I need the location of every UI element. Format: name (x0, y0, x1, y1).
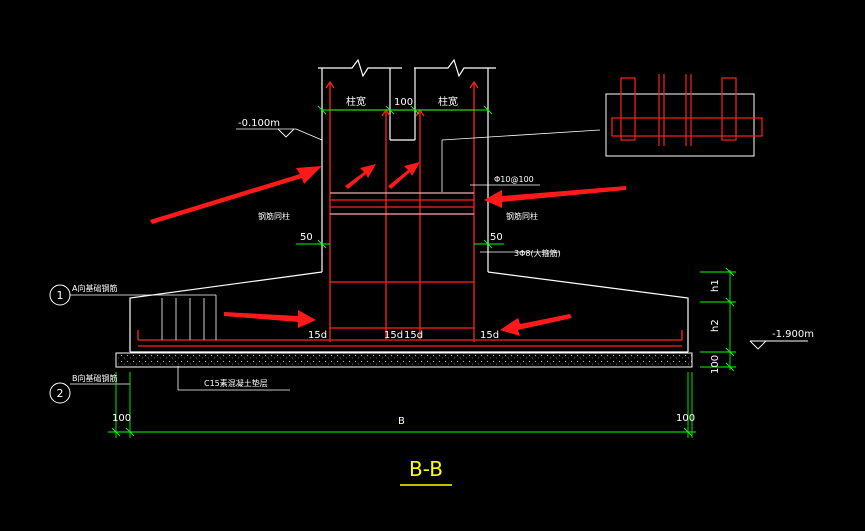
annotation-arrows (150, 162, 626, 336)
dim-left-edge: 100 (112, 413, 131, 424)
label-b: B向基础钢筋 (72, 373, 118, 383)
arrow-icon (345, 164, 376, 189)
dim-right-edge: 100 (676, 413, 695, 424)
anchor-label-2: 15d (384, 330, 403, 341)
column-gap-label: 100 (394, 97, 413, 108)
anchor-label-3: 15d (404, 330, 423, 341)
arrow-icon (388, 162, 420, 189)
section-title: B-B (409, 457, 443, 481)
stirrup-spec-label: Φ10@100 (494, 175, 534, 184)
leaders (70, 128, 601, 391)
arrow-icon (500, 314, 572, 336)
column-outline (129, 58, 689, 353)
elevation-marks (277, 128, 808, 350)
arrow-icon (484, 186, 626, 208)
column-width-right-label: 柱宽 (438, 95, 458, 108)
rebar-note-right: 钢筋同柱 (506, 211, 538, 221)
marker-1: 1 (49, 284, 71, 306)
marker-2: 2 (49, 382, 71, 404)
rebar-detail (605, 74, 763, 157)
bar-spec-label: 3Φ8(大箍筋) (514, 248, 561, 258)
arrow-icon (224, 310, 316, 328)
dim-h1: h1 (710, 279, 721, 292)
dimension-lines (108, 105, 736, 438)
label-a: A向基础钢筋 (72, 283, 117, 293)
rebar-note-left: 钢筋同柱 (258, 211, 290, 221)
dim-h2: h2 (710, 319, 721, 332)
marker-1-label: 1 (57, 289, 64, 302)
marker-2-label: 2 (57, 387, 64, 400)
anchor-label-4: 15d (480, 330, 499, 341)
dim-base: B (398, 416, 405, 427)
elevation-top-label: -0.100m (238, 118, 280, 129)
column-width-left-label: 柱宽 (346, 95, 366, 108)
elevation-bottom-label: -1.900m (772, 329, 814, 340)
anchor-label-1: 15d (308, 330, 327, 341)
offset-left-label: 50 (300, 232, 313, 243)
arrow-icon (150, 166, 322, 224)
stirrup-lines (330, 192, 474, 215)
concrete-pad (115, 352, 693, 368)
pad-note: C15素混凝土垫层 (204, 378, 268, 388)
offset-right-label: 50 (490, 232, 503, 243)
dim-pad: 100 (710, 355, 721, 374)
